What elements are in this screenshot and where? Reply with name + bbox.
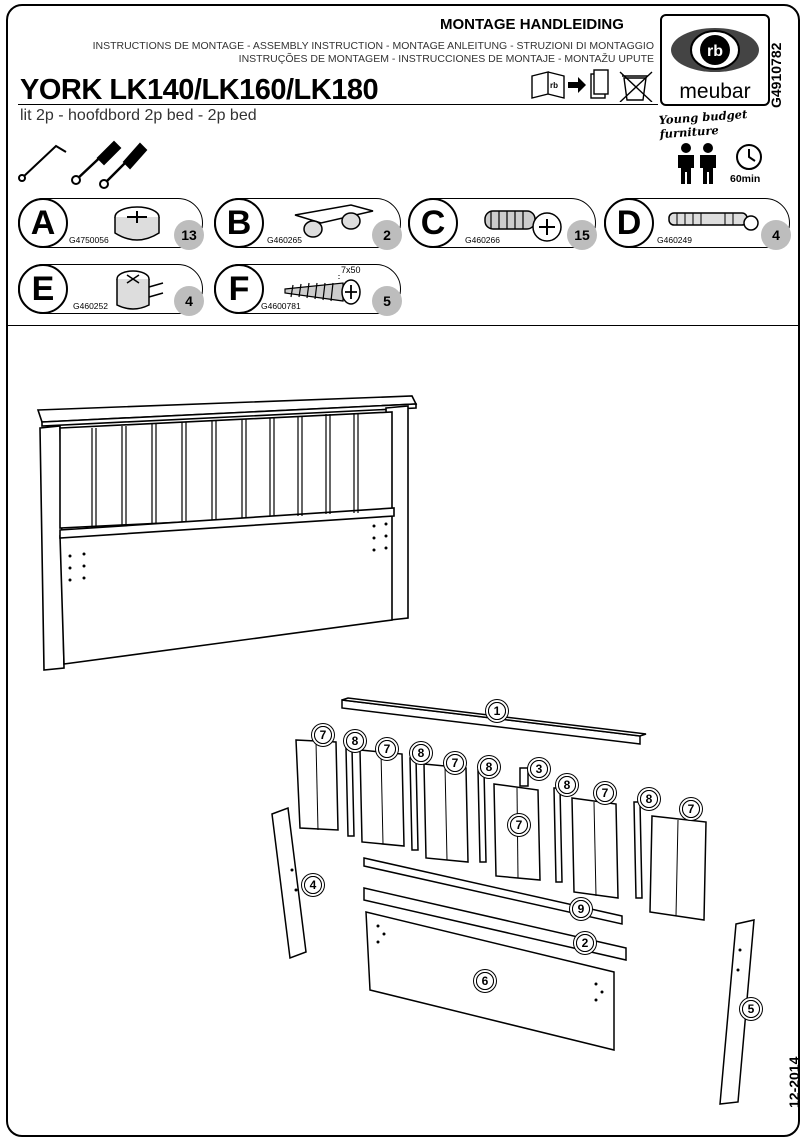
- part-code: G460252: [73, 301, 108, 311]
- part-c: C G460266 15: [408, 198, 597, 250]
- callout-part-4: 4: [302, 874, 324, 896]
- part-b: B G460265 2: [214, 198, 402, 250]
- manual-title: MONTAGE HANDLEIDING: [440, 16, 624, 33]
- model-subtitle: lit 2p - hoofdbord 2p bed - 2p bed: [20, 107, 257, 124]
- document-date: 12-2014: [786, 1056, 802, 1108]
- part-quantity: 2: [372, 220, 402, 250]
- part-e: E G460252 4: [18, 264, 204, 316]
- part-a: A G4750056 13: [18, 198, 204, 250]
- part-letter: C: [408, 198, 458, 248]
- part-code: G4600781: [261, 301, 301, 311]
- time-label: 60min: [730, 173, 761, 185]
- tools: [18, 140, 148, 189]
- part-code: G460266: [465, 235, 500, 245]
- read-manual-icons: rb: [531, 69, 653, 102]
- part-quantity: 15: [567, 220, 597, 250]
- connector-icon: [294, 204, 374, 238]
- cam-bolt-icon: [484, 210, 562, 242]
- part-f: F 7x50 G4600781 5: [214, 264, 402, 316]
- callout-part-8: 8: [344, 730, 366, 752]
- parts-divider: [8, 325, 798, 326]
- callout-part-7: 7: [312, 724, 334, 746]
- callout-part-7: 7: [680, 798, 702, 820]
- brand-name: meubar: [679, 80, 750, 103]
- screw-size: 7x50: [341, 265, 361, 275]
- callout-part-7: 7: [444, 752, 466, 774]
- part-code: G460249: [657, 235, 692, 245]
- callout-part-9: 9: [570, 898, 592, 920]
- languages-line-2: INSTRUÇÕES DE MONTAGEM - INSTRUCCIONES D…: [238, 53, 654, 65]
- callout-part-8: 8: [478, 756, 500, 778]
- exploded-view-drawing: [271, 697, 755, 1105]
- screw-icon: [284, 275, 361, 305]
- flat-screwdriver-icon: [99, 142, 148, 189]
- part-code: G460265: [267, 235, 302, 245]
- eye-logo-icon: rb meubar: [671, 28, 759, 103]
- part-letter: E: [18, 264, 68, 314]
- part-letter: D: [604, 198, 654, 248]
- part-letter: B: [214, 198, 264, 248]
- open-book-icon: rb: [531, 71, 565, 99]
- dowel-bolt-icon: [668, 212, 759, 231]
- callout-part-5: 5: [740, 998, 762, 1020]
- headboard-slat-lines: [91, 413, 359, 528]
- part-quantity: 4: [174, 286, 204, 316]
- part-letter: F: [214, 264, 264, 314]
- part-d: D G460249 4: [604, 198, 791, 250]
- callout-part-7: 7: [594, 782, 616, 804]
- part-quantity: 13: [174, 220, 204, 250]
- callout-part-1: 1: [486, 700, 508, 722]
- part-letter: A: [18, 198, 68, 248]
- languages-line-1: INSTRUCTIONS DE MONTAGE - ASSEMBLY INSTR…: [92, 40, 654, 52]
- callout-part-8: 8: [410, 742, 432, 764]
- part-code: G4750056: [69, 235, 109, 245]
- callout-part-8: 8: [556, 774, 578, 796]
- arrow-right-icon: [568, 77, 586, 93]
- corner-fitting-icon: [116, 270, 164, 310]
- phillips-screwdriver-icon: [71, 140, 122, 185]
- callout-part-3: 3: [528, 758, 550, 780]
- part-quantity: 4: [761, 220, 791, 250]
- header-rule: [18, 104, 658, 105]
- binder-icon: [590, 69, 609, 99]
- callout-part-6: 6: [474, 970, 496, 992]
- callout-part-8: 8: [638, 788, 660, 810]
- callout-part-2: 2: [574, 932, 596, 954]
- allen-key-icon: [18, 144, 67, 182]
- assembled-headboard-drawing: [36, 395, 418, 671]
- headboard-hole-dots: [68, 522, 388, 582]
- svg-text:rb: rb: [550, 81, 558, 90]
- two-persons-icon: [678, 143, 716, 184]
- model-name: YORK LK140/LK160/LK180: [20, 74, 379, 106]
- clock-icon: [736, 144, 762, 170]
- no-discard-icon: [619, 71, 653, 102]
- logo-monogram: rb: [707, 43, 723, 60]
- document-code: G4910782: [768, 42, 784, 108]
- callout-part-7: 7: [376, 738, 398, 760]
- page-frame: [6, 4, 800, 1137]
- part-quantity: 5: [372, 286, 402, 316]
- callout-part-7: 7: [508, 814, 530, 836]
- brand-logo: rb meubar: [660, 14, 770, 106]
- cam-lock-icon: [114, 206, 160, 241]
